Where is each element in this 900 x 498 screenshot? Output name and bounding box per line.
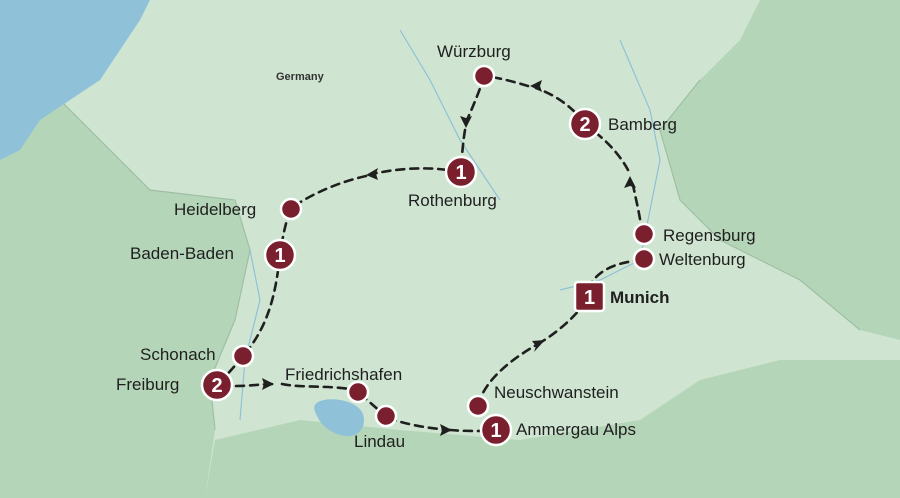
nights-badge-baden-baden: 1 <box>274 245 285 267</box>
city-label-rothenburg: Rothenburg <box>408 191 497 210</box>
south-region <box>205 360 900 498</box>
arrow-icon <box>460 116 472 128</box>
city-label-friedrichshafen: Friedrichshafen <box>285 365 403 384</box>
city-label-baden-baden: Baden-Baden <box>130 244 234 263</box>
stop-markers <box>231 64 656 428</box>
city-label-munich: Munich <box>610 288 670 307</box>
route-segment <box>280 382 358 392</box>
city-label-regensburg: Regensburg <box>663 226 756 245</box>
city-label-ammergau-alps: Ammergau Alps <box>516 420 636 439</box>
city-label-neuschwanstein: Neuschwanstein <box>494 383 619 402</box>
west-region <box>0 0 250 498</box>
arrow-icon <box>530 80 542 92</box>
marker-baden-baden <box>263 238 297 272</box>
marker-heidelberg <box>279 197 303 221</box>
marker-friedrichshafen <box>346 380 370 404</box>
nights-badge-munich: 1 <box>584 287 595 309</box>
arrow-icon <box>624 176 636 188</box>
marker-rothenburg <box>444 155 478 189</box>
river <box>399 29 501 201</box>
city-label-bamberg: Bamberg <box>608 115 677 134</box>
arrow-icon <box>366 168 378 180</box>
sea <box>0 0 150 160</box>
nights-badge-rothenburg: 1 <box>455 162 466 184</box>
route-arrows <box>262 80 636 436</box>
route-segment <box>289 174 368 210</box>
marker-regensburg <box>632 222 656 246</box>
marker-wurzburg <box>472 64 496 88</box>
marker-weltenburg <box>632 247 656 271</box>
border-line <box>659 79 861 331</box>
arrow-icon <box>262 378 274 390</box>
marker-lindau <box>374 404 398 428</box>
marker-schonach <box>231 344 255 368</box>
river <box>239 249 261 421</box>
city-label-wurzburg: Würzburg <box>437 42 511 61</box>
marker-ammergau-alps <box>479 413 513 447</box>
nights-badge-ammergau-alps: 1 <box>490 420 501 442</box>
route-segment <box>241 253 282 358</box>
city-label-freiburg: Freiburg <box>116 375 180 394</box>
arrow-icon <box>440 424 452 436</box>
arrow-icon <box>532 340 545 352</box>
lake <box>314 399 365 437</box>
city-label-lindau: Lindau <box>354 432 406 451</box>
overnight-markers: 2 1 1 1 2 1 <box>200 107 606 447</box>
city-label-schonach: Schonach <box>140 345 216 364</box>
route-segment <box>386 416 452 432</box>
east-region <box>660 0 900 340</box>
route-segment <box>483 74 530 88</box>
marker-bamberg <box>568 107 602 141</box>
marker-freiburg <box>200 368 234 402</box>
nights-badge-bamberg: 2 <box>579 114 590 136</box>
country-label: Germany <box>276 71 324 83</box>
city-label-heidelberg: Heidelberg <box>174 200 257 219</box>
marker-munich <box>573 280 606 313</box>
nights-badge-freiburg: 2 <box>211 375 222 397</box>
city-label-weltenburg: Weltenburg <box>659 250 746 269</box>
marker-neuschwanstein <box>466 394 490 418</box>
